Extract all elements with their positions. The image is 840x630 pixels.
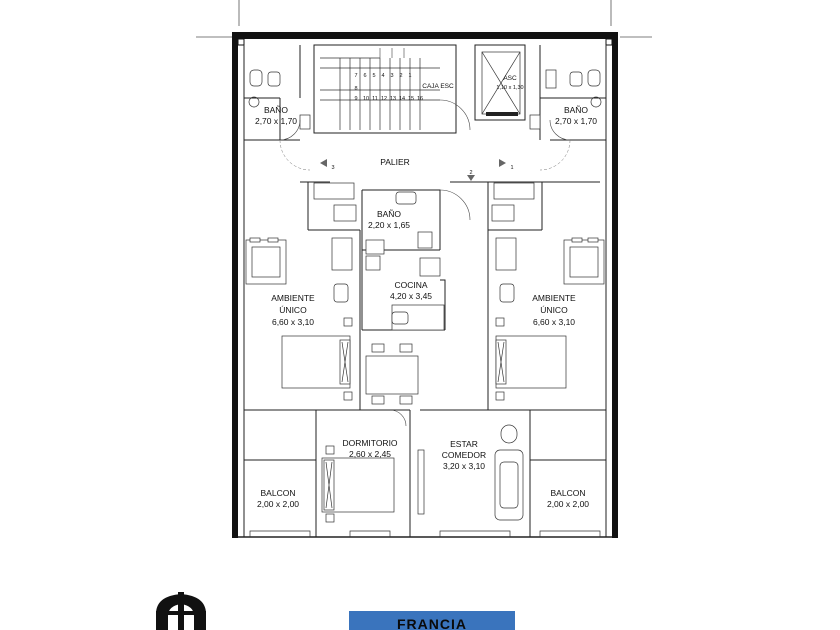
palier-label: PALIER <box>380 157 410 167</box>
bano-right-dims: 2,70 x 1,70 <box>555 116 597 126</box>
left-bathroom <box>244 45 311 141</box>
ambiente-right-dims: 6,60 x 3,10 <box>533 317 575 327</box>
street-name-banner: FRANCIA <box>349 611 515 630</box>
lower-unit <box>315 409 531 537</box>
bano-center-name: BAÑO <box>377 209 401 219</box>
caja-esc-label: CAJA ESC <box>422 83 454 90</box>
right-unit <box>487 182 606 461</box>
step-15: 15 <box>408 96 414 102</box>
balcon-right-name: BALCON <box>551 488 586 498</box>
double-arch-logo-icon <box>156 592 206 630</box>
bano-center-dims: 2,20 x 1,65 <box>368 220 410 230</box>
step-9: 9 <box>354 96 357 102</box>
unit-number-center: 2 <box>469 170 472 176</box>
center-bath-kitchen <box>361 189 471 331</box>
dormitorio-name: DORMITORIO <box>342 438 397 448</box>
ambiente-right-name-2: ÚNICO <box>540 305 568 315</box>
construction-lines <box>196 0 652 38</box>
balconies <box>243 460 607 537</box>
staircase <box>313 44 471 134</box>
step-5: 5 <box>372 73 375 79</box>
cocina-dims: 4,20 x 3,45 <box>390 291 432 301</box>
right-bathroom <box>529 45 606 141</box>
unit-number-left: 3 <box>331 165 334 171</box>
step-4: 4 <box>381 73 384 79</box>
estar-dims: 3,20 x 3,10 <box>443 461 485 471</box>
step-6: 6 <box>363 73 366 79</box>
balcon-left-dims: 2,00 x 2,00 <box>257 499 299 509</box>
elevator: ASC 1,10 x 1,30 <box>474 44 526 121</box>
balcon-left-name: BALCON <box>261 488 296 498</box>
step-3: 3 <box>390 73 393 79</box>
bano-left-name: BAÑO <box>264 105 288 115</box>
step-2: 2 <box>399 73 402 79</box>
step-12: 12 <box>381 96 387 102</box>
room-labels: BAÑO 2,70 x 1,70 BAÑO 2,70 x 1,70 BAÑO 2… <box>255 105 597 509</box>
unit-number-right: 1 <box>510 165 513 171</box>
step-14: 14 <box>399 96 405 102</box>
stair-step-numbers: 7 6 5 4 3 2 1 8 9 10 11 12 13 14 15 16 C… <box>354 73 454 102</box>
step-7: 7 <box>354 73 357 79</box>
estar-name-1: ESTAR <box>450 439 478 449</box>
center-dining-table <box>365 343 419 427</box>
left-unit <box>244 182 361 461</box>
palier: PALIER 3 2 1 <box>279 139 600 183</box>
step-11: 11 <box>372 96 378 102</box>
bano-left-dims: 2,70 x 1,70 <box>255 116 297 126</box>
ambiente-left-name-1: AMBIENTE <box>271 293 315 303</box>
ambiente-left-dims: 6,60 x 3,10 <box>272 317 314 327</box>
step-10: 10 <box>363 96 369 102</box>
step-8: 8 <box>354 86 357 92</box>
estar-name-2: COMEDOR <box>442 450 486 460</box>
asc-dims: 1,10 x 1,30 <box>496 85 523 91</box>
step-16: 16 <box>417 96 423 102</box>
ambiente-left-name-2: ÚNICO <box>279 305 307 315</box>
outer-walls <box>232 32 618 538</box>
step-13: 13 <box>390 96 396 102</box>
dormitorio-dims: 2,60 x 2,45 <box>349 449 391 459</box>
balcon-right-dims: 2,00 x 2,00 <box>547 499 589 509</box>
cocina-name: COCINA <box>394 280 427 290</box>
ambiente-right-name-1: AMBIENTE <box>532 293 576 303</box>
asc-label: ASC <box>503 75 517 82</box>
step-1: 1 <box>408 73 411 79</box>
bano-right-name: BAÑO <box>564 105 588 115</box>
